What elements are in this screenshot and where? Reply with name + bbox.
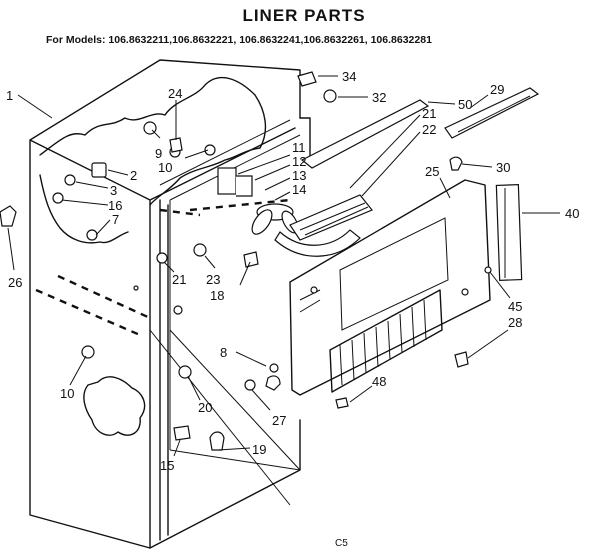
callout-25: 25 bbox=[425, 164, 439, 179]
callout-48: 48 bbox=[372, 374, 386, 389]
page-code: C5 bbox=[335, 538, 348, 549]
callout-45: 45 bbox=[508, 299, 522, 314]
leader-lines bbox=[7, 75, 560, 457]
callout-15: 15 bbox=[160, 458, 174, 473]
callout-1: 1 bbox=[6, 88, 13, 103]
callout-20: 20 bbox=[198, 400, 212, 415]
callout-14: 14 bbox=[292, 182, 306, 197]
callout-9: 9 bbox=[155, 146, 162, 161]
page-title: LINER PARTS bbox=[242, 6, 366, 25]
callout-12: 12 bbox=[292, 154, 306, 169]
callout-34: 34 bbox=[342, 69, 356, 84]
cabinet-hardware bbox=[0, 121, 279, 451]
callout-10-bottom: 10 bbox=[60, 386, 74, 401]
callout-13: 13 bbox=[292, 168, 306, 183]
callout-16: 16 bbox=[108, 198, 122, 213]
fan-assembly bbox=[217, 167, 373, 257]
model-list: For Models: 106.8632211,106.8632221, 106… bbox=[46, 34, 432, 46]
callout-11: 11 bbox=[292, 140, 306, 155]
callout-19: 19 bbox=[252, 442, 266, 457]
callout-3: 3 bbox=[110, 183, 117, 198]
callout-29: 29 bbox=[490, 82, 504, 97]
callout-21-top: 21 bbox=[422, 106, 436, 121]
callout-22: 22 bbox=[422, 122, 436, 137]
callout-50: 50 bbox=[458, 97, 472, 112]
liner-cabinet bbox=[29, 59, 311, 549]
callout-7: 7 bbox=[112, 212, 119, 227]
callout-30: 30 bbox=[496, 160, 510, 175]
callout-27: 27 bbox=[272, 413, 286, 428]
callout-8: 8 bbox=[220, 345, 227, 360]
callout-10-top: 10 bbox=[158, 160, 172, 175]
callout-2: 2 bbox=[130, 168, 137, 183]
evaporator-cover bbox=[289, 179, 492, 396]
callout-40: 40 bbox=[565, 206, 579, 221]
callout-32: 32 bbox=[372, 90, 386, 105]
callout-18: 18 bbox=[210, 288, 224, 303]
trim-parts bbox=[265, 71, 540, 409]
callout-21-mid: 21 bbox=[172, 272, 186, 287]
callout-23: 23 bbox=[206, 272, 220, 287]
callout-26: 26 bbox=[8, 275, 22, 290]
callout-24: 24 bbox=[168, 86, 182, 101]
callout-labels: 1 24 9 10 2 3 16 7 26 11 12 13 14 21 22 … bbox=[6, 69, 579, 473]
callout-28: 28 bbox=[508, 315, 522, 330]
